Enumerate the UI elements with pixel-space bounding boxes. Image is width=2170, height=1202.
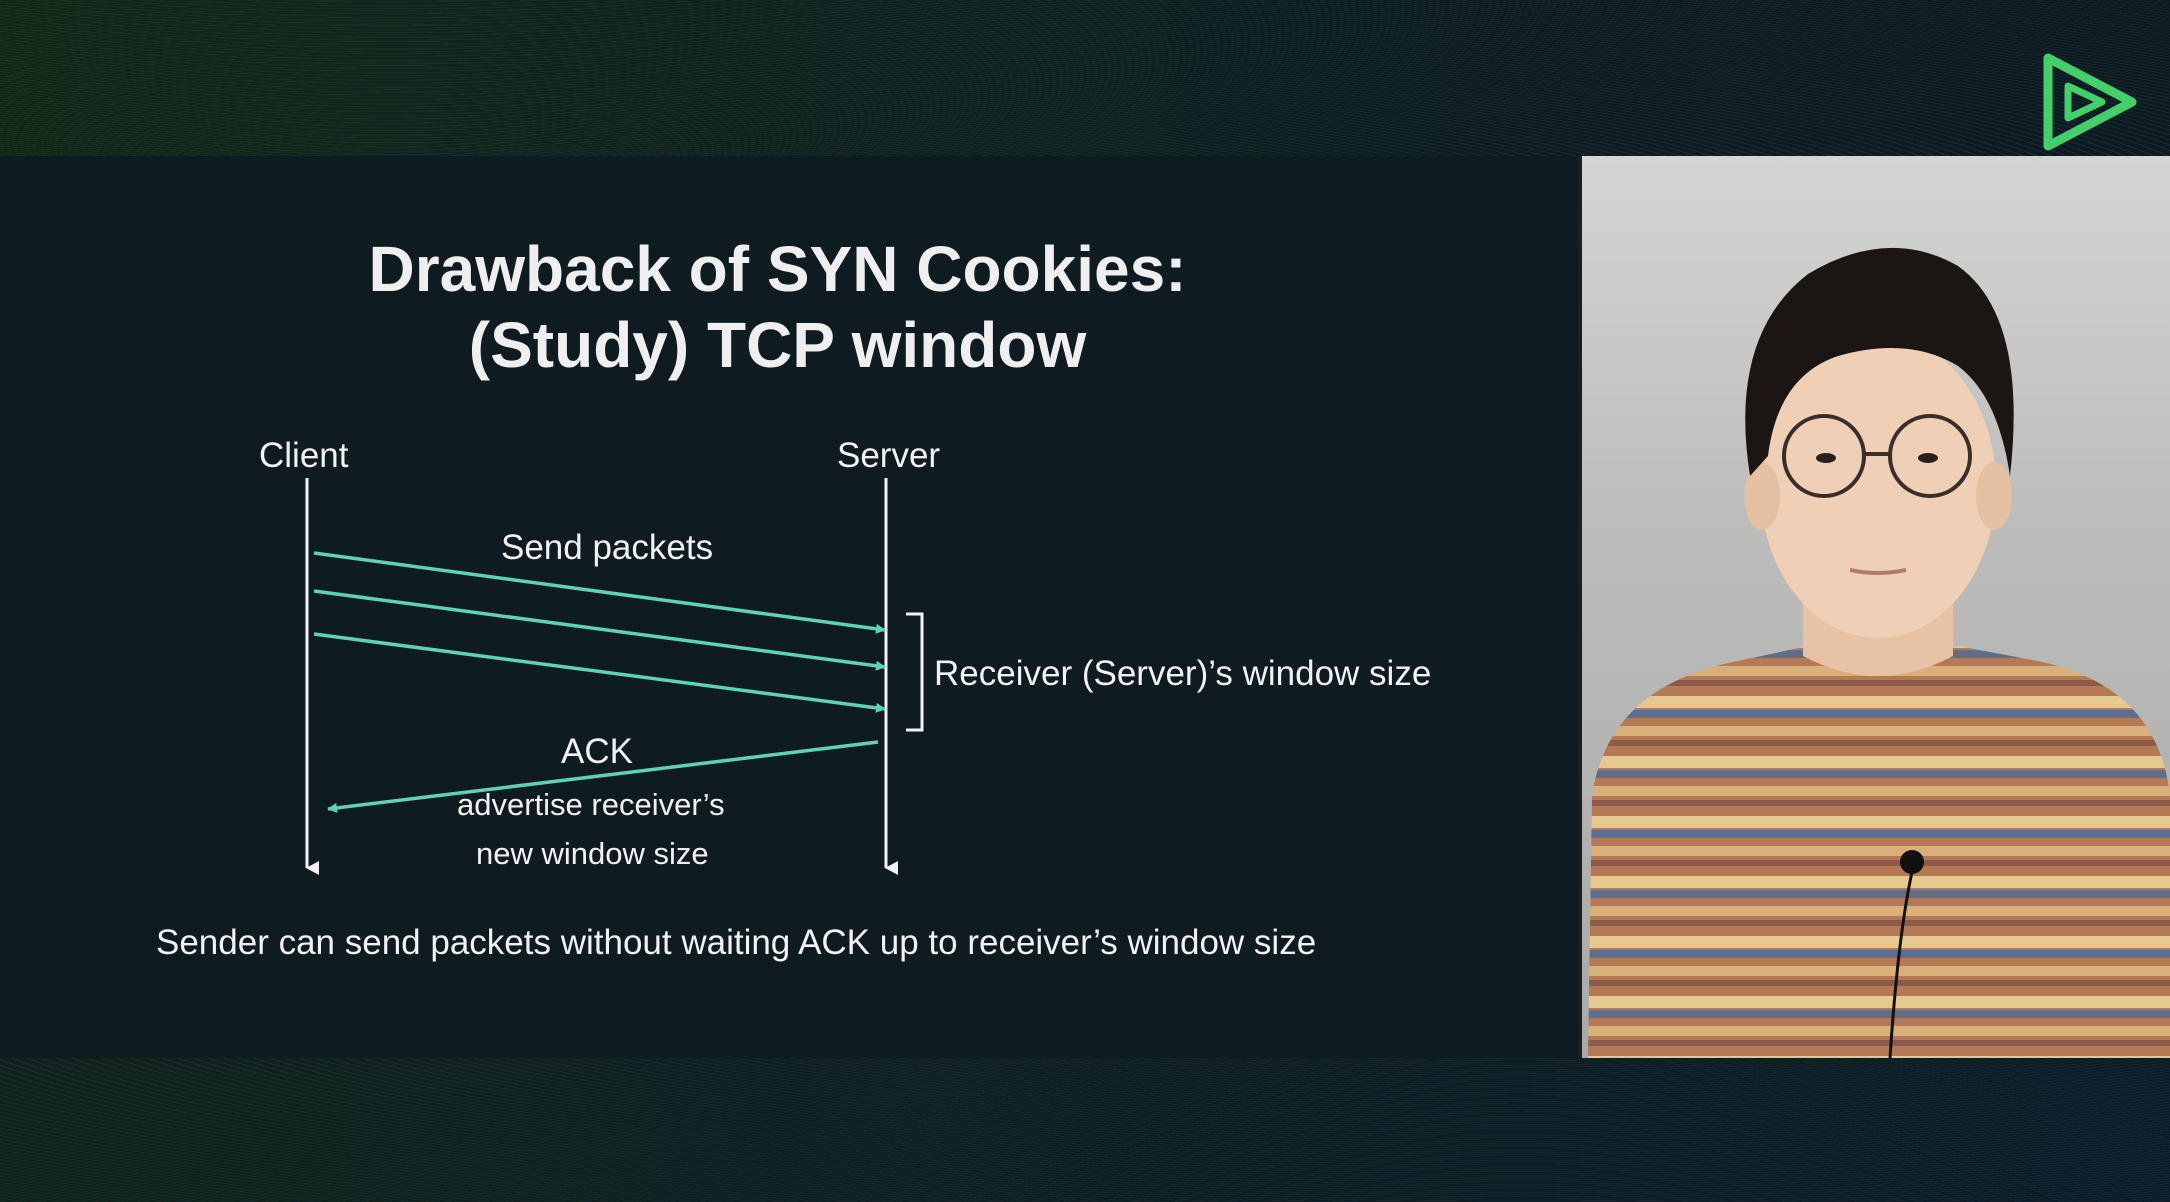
ack-arrow	[327, 740, 879, 813]
send-packet-arrow-1	[313, 551, 886, 634]
presentation-slide: Drawback of SYN Cookies: (Study) TCP win…	[0, 156, 1578, 1058]
send-packet-arrow-2	[313, 589, 886, 671]
play-triangle-logo-icon	[2043, 53, 2137, 151]
window-size-bracket	[906, 612, 924, 732]
window-size-label: Receiver (Server)’s window size	[934, 654, 1432, 693]
client-label: Client	[259, 436, 349, 475]
slide-title-line-2: (Study) TCP window	[468, 309, 1087, 381]
ack-description-line-1: advertise receiver’s	[457, 787, 725, 822]
slide-caption: Sender can send packets without waiting …	[156, 923, 1317, 962]
footer-band	[0, 1058, 2170, 1202]
send-packets-label: Send packets	[501, 528, 714, 567]
webcam-divider	[1578, 156, 1582, 1058]
header-band	[0, 0, 2170, 156]
send-packet-arrow-3	[313, 632, 886, 713]
tcp-window-diagram	[305, 478, 924, 875]
slide-title-line-1: Drawback of SYN Cookies:	[368, 233, 1187, 305]
speaker-figure	[1588, 247, 2170, 1058]
speaker-webcam	[1578, 156, 2170, 1058]
server-label: Server	[837, 436, 941, 475]
ack-description-line-2: new window size	[476, 836, 709, 871]
ack-label: ACK	[561, 732, 633, 771]
